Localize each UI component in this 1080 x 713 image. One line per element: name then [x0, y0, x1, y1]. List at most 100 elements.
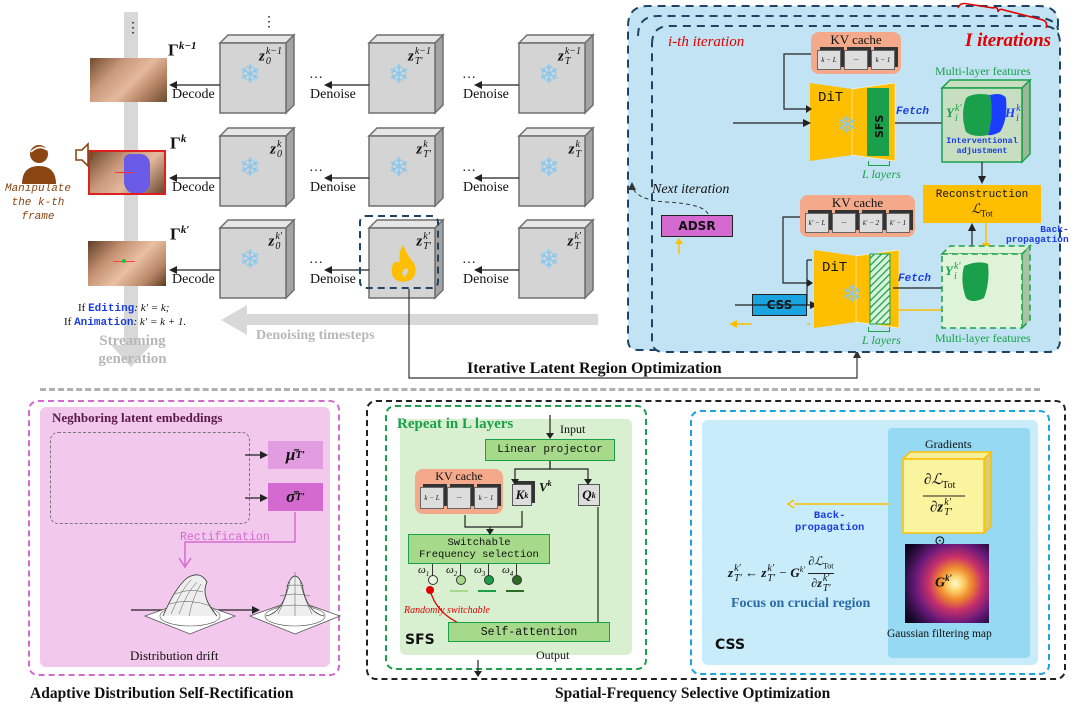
switch-stem: [516, 564, 517, 576]
snowflake-icon: ❄: [388, 153, 410, 183]
timesteps-label: Denoising timesteps: [256, 328, 375, 343]
omega-label: ω2: [446, 564, 458, 579]
kv-cell: k − 1: [871, 50, 895, 70]
neighbors-label: Neghboring latent embeddings: [52, 410, 223, 425]
ellipsis: ···: [309, 71, 323, 86]
sfs-outer: [385, 405, 647, 670]
ith-iteration-label: i-th iteration: [668, 34, 745, 50]
snowflake-icon: ❄: [239, 60, 261, 90]
kv-cache-sfs: KV cache k − L ··· k − 1: [415, 469, 503, 514]
multi-layer-features-top: Multi-layer features: [935, 64, 1031, 78]
neighbors-group: [50, 432, 250, 524]
repeat-label: Repeat in L layers: [397, 416, 514, 432]
switch-contact: [450, 590, 468, 592]
denoise-label: Denoise: [463, 272, 509, 287]
kv-cell: k′ − L: [805, 213, 829, 233]
ilro-title: Iterative Latent Region Optimization: [467, 360, 722, 377]
switch-stem: [460, 564, 461, 576]
snowflake-icon: ❄: [837, 111, 858, 139]
fetch-label-bottom: Fetch: [898, 273, 932, 285]
l-layers-top: L layers: [862, 167, 901, 181]
switch-stem: [432, 564, 433, 576]
drag-line: [115, 172, 133, 173]
decode-label: Decode: [172, 180, 215, 195]
frequency-switch[interactable]: [512, 575, 522, 585]
ellipsis: ···: [462, 71, 476, 86]
denoise-arrows: [169, 81, 519, 274]
gamma-label-k: Γk: [170, 133, 187, 153]
ellipsis: ···: [462, 256, 476, 271]
kv-cell: k − L: [817, 50, 841, 70]
self-attention-box: Self-attention: [448, 622, 610, 642]
dit-block-top: SFS: [810, 82, 896, 162]
iterations-brace: [957, 2, 1048, 29]
mu-box: μ̄T′: [268, 441, 323, 469]
snowflake-icon: ❄: [842, 280, 863, 308]
gaussian-map: [905, 544, 989, 623]
linear-projector-box: Linear projector: [485, 439, 615, 461]
V-label: Vk: [539, 479, 552, 495]
snowflake-icon: ❄: [538, 60, 560, 90]
frequency-switch[interactable]: [456, 575, 466, 585]
vertical-dots: ⋮: [126, 20, 140, 36]
gaussian-label: Gaussian filtering map: [887, 628, 992, 640]
condition-animation: If Animation: k′ = k + 1.: [64, 316, 187, 329]
adjust-to-recon-arrow: [978, 162, 986, 184]
G-label: Gk′: [935, 573, 953, 591]
kv-to-dit-arrow-top: [783, 53, 812, 113]
switch-contact: [478, 590, 496, 592]
svg-text:SFS: SFS: [873, 115, 886, 138]
next-iteration-label: Next iteration: [652, 182, 730, 197]
snowflake-icon: ❄: [538, 153, 560, 183]
backprop-label-top: Back-propagation: [1006, 224, 1069, 245]
ellipsis: ···: [309, 256, 323, 271]
kv-cell: k′ − 2: [859, 213, 883, 233]
frequency-switch[interactable]: [428, 575, 438, 585]
snowflake-icon: ❄: [239, 245, 261, 275]
mask-overlay: [124, 154, 150, 193]
decode-label: Decode: [172, 272, 215, 287]
adsr-outer: [28, 400, 340, 676]
section-divider: [40, 388, 1040, 391]
gradient-cube: [901, 450, 993, 535]
decode-label: Decode: [172, 87, 215, 102]
kv-cell: ···: [447, 487, 471, 509]
omega-label: ω3: [474, 564, 486, 579]
fetch-label-top: Fetch: [896, 106, 930, 118]
sfs-tag: SFS: [405, 632, 435, 648]
focus-label: Focus on crucial region: [731, 596, 871, 611]
denoise-label: Denoise: [310, 87, 356, 102]
frame-image-k-minus-1: [90, 58, 167, 102]
dit-label-bottom: DiT: [822, 260, 848, 276]
rectification-label: Rectification: [180, 531, 270, 544]
kv-cache-bottom: KV cache k′ − L ··· k′ − 2 k′ − 1: [800, 195, 915, 237]
frequency-switch[interactable]: [484, 575, 494, 585]
css-tag: CSS: [715, 637, 746, 653]
hadamard-odot: ⊙: [934, 533, 946, 549]
z-to-adsr-arrow: [675, 238, 683, 254]
snowflake-icon: ❄: [239, 153, 261, 183]
l-layers-brace-top: [868, 161, 890, 166]
feature-cube-top: [940, 78, 1032, 164]
sfso-outer: [366, 400, 1066, 680]
kv-to-dit-arrow-bottom: [782, 216, 813, 287]
l-layers-brace-bottom: [868, 327, 890, 332]
switch-contact: [506, 590, 524, 592]
reconstruction-box: Reconstruction ℒTot: [923, 185, 1041, 223]
input-label: Input: [560, 422, 586, 436]
snowflake-icon: ❄: [538, 245, 560, 275]
condition-editing: If Editing: k′ = k;: [78, 302, 170, 315]
denoise-label: Denoise: [310, 180, 356, 195]
